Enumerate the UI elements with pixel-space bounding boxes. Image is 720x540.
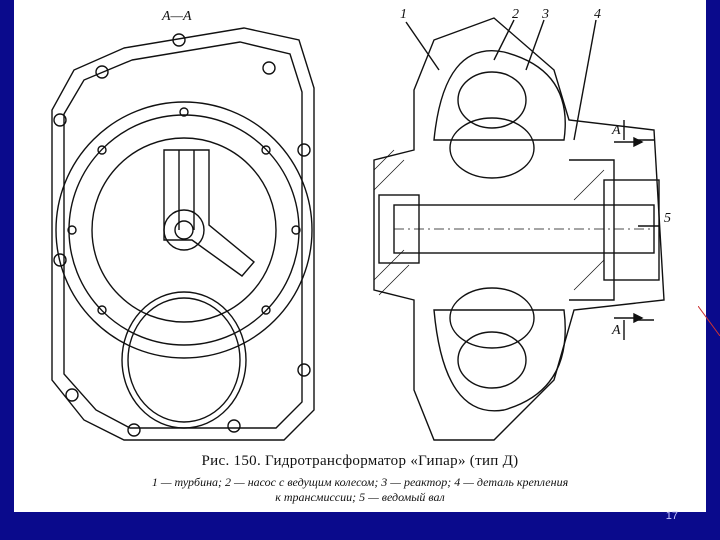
figure-page: A—A 1 2 3 4 5 A A Рис. 150. Гидротрансфо… [14,0,706,512]
part-label-3: 3 [541,7,549,22]
part-label-5: 5 [664,211,671,226]
section-arrow-bottom-label: A [611,323,621,338]
decorative-diagonal-line [698,306,720,336]
figure-caption-title: Рис. 150. Гидротрансформатор «Гипар» (ти… [201,453,519,469]
figure-caption-line-2: к трансмиссии; 5 — ведомый вал [275,490,445,504]
torque-converter-drawing: A—A 1 2 3 4 5 A A [51,7,671,441]
slide-number: 17 [665,510,678,522]
oil-channel [163,149,255,277]
housing-bolts [53,33,311,437]
figure-caption-line-1: 1 — турбина; 2 — насос с ведущим колесом… [151,475,569,489]
section-label: A—A [161,9,192,24]
cross-section [373,17,665,441]
inspection-window [121,291,247,429]
section-arrow-top-label: A [611,123,621,138]
part-label-2: 2 [512,7,519,22]
pump-disc [55,101,313,359]
part-label-4: 4 [594,7,601,22]
part-label-1: 1 [400,7,407,22]
housing-outline [51,27,315,441]
